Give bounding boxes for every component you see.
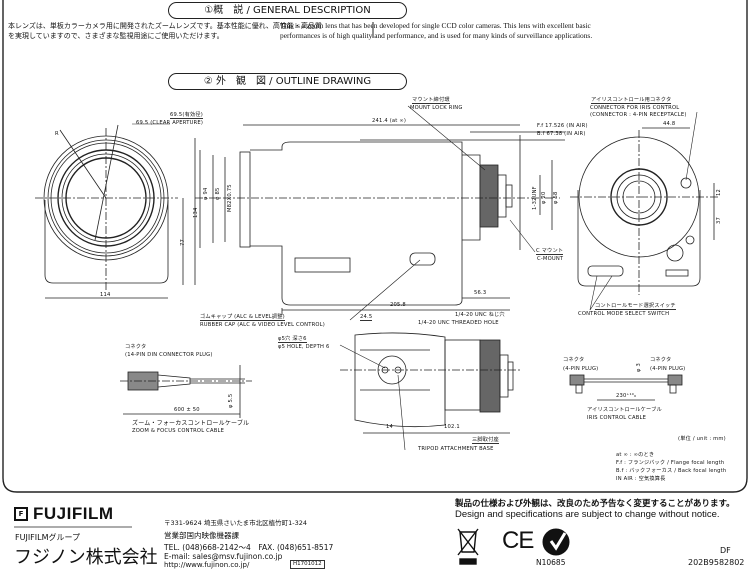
aperture-jp-label: 69.5(有効径) [170,112,203,119]
zoom-cable-diameter-dim: φ 5.5 [228,393,234,408]
notice-jp: 製品の仕様および外観は、改良のため予告なく変更することがあります。 [455,499,735,509]
fujifilm-mark-icon: F [14,507,28,521]
c-mount-jp-label: C マウント [536,248,564,255]
website-link[interactable]: http://www.fujinon.co.jp/ [164,561,250,569]
note-back-focal: B.f : バックフォーカス / Back focal length [616,468,727,474]
note-in-air: IN AIR : 空気換算長 [616,476,666,482]
diameter-85-dim: φ 85 [215,187,221,200]
hole-jp-label: φ5穴 深さ6 [278,336,307,343]
dim-56-3: 56.3 [474,290,487,296]
side-view [195,105,565,321]
dim-37: 37 [716,216,722,224]
iris-cable-jp-label: アイリスコントロールケーブル [587,407,662,413]
iris-plug-left-jp: コネクタ [563,357,585,363]
general-description-header: ①概 説 / GENERAL DESCRIPTION [168,2,407,19]
iris-plug-left-en: (4-PIN PLUG) [563,366,599,372]
diameter-20-dim: φ 20 [541,191,547,204]
group-label: FUJIFILMグループ [15,533,81,542]
dim-24-5: 24.5 [360,314,373,321]
note-flange-focal: F.f : フランジバック / Flange focal length [616,460,725,466]
dim-14: 14 [386,424,394,430]
address: 〒331-9624 埼玉県さいたま市北区植竹町1-324 [164,519,308,527]
rear-view [570,111,720,311]
din-connector-jp-label: コネクタ [125,344,147,350]
front-view [35,123,196,299]
control-switch-jp-label: コントロールモード選択スイッチ [595,303,676,310]
rubber-cap-jp-label: ゴムキャップ (ALC & LEVEL調整) [200,314,285,321]
back-focal-dim: B.f 67.38 (IN AIR) [537,131,586,137]
zoom-cable-jp-label: ズーム・フォーカスコントロールケーブル [132,420,250,427]
ce-mark-icon: CE [502,527,534,554]
front-height-dim: 134 [193,207,199,218]
iris-cable-diameter-dim: φ 3 [636,363,642,372]
department: 営業部国内映像機器課 [164,531,239,540]
description-en-line1: This is a zoom lens that has been develo… [280,21,591,30]
iris-control-cable [569,374,683,401]
zoom-cable-en-label: ZOOM & FOCUS CONTROL CABLE [132,428,225,434]
page-frame [2,0,748,493]
front-width-dim: 114 [100,292,111,298]
iris-connector-type-label: (CONNECTOR : 4-PIN RECEPTACLE) [590,112,687,118]
unf-thread-dim: 1-32UNF [532,186,538,210]
iris-cable-en-label: IRIS CONTROL CABLE [587,415,647,421]
threaded-hole-en-label: 1/4-20 UNC THREADED HOLE [418,320,499,326]
df-label: DF [720,546,731,555]
iris-connector-en-label: CONNECTOR FOR IRIS CONTROL [590,105,680,111]
mount-ring-jp-label: マウント締付環 [412,97,450,104]
c-mount-en-label: C-MOUNT [537,256,564,262]
aperture-en-label: 69.5 (CLEAR APERTURE) [136,120,204,126]
bottom-view [339,332,520,451]
dim-44-8: 44.8 [663,121,676,127]
zoom-cable-length-dim: 600 ± 50 [174,407,200,413]
dim-12: 12 [716,188,722,196]
flange-focal-dim: F.f 17.526 (IN AIR) [537,123,588,129]
document-number: 202B9582802 [688,558,745,567]
din-connector-en-label: (14-PIN DIN CONNECTOR PLUG) [125,352,213,358]
company-name: フジノン株式会社 [14,547,158,568]
notice-en: Design and specifications are subject to… [455,509,720,520]
ctick-number: N10685 [536,558,566,567]
iris-plug-right-jp: コネクタ [650,357,672,363]
outline-drawing-header: ② 外 観 図 / OUTLINE DRAWING [168,73,407,90]
dim-205-8: 205.8 [390,302,406,308]
dim-102-1: 102.1 [444,424,460,430]
description-en-line2: performances is of high quality and perf… [280,31,593,40]
fujifilm-wordmark: FUJIFILM [33,504,114,523]
description-jp-line2: を実現していますので、さまざまな監視用途にご使用いただけます。 [8,32,224,40]
front-center-height-dim: 77 [180,238,186,246]
tel-fax: TEL. (048)668-2142〜4 FAX. (048)651-8517 [164,543,334,552]
overall-length-dim: 241.4 (at ∞) [372,118,407,124]
radius-label: R [55,131,59,137]
hole-en-label: φ5 HOLE, DEPTH 6 [278,344,330,350]
control-switch-en-label: CONTROL MODE SELECT SWITCH [578,311,670,317]
tripod-jp-label: 三脚取付座 [472,437,499,444]
description-jp-line1: 本レンズは、単板カラーカメラ用に開発されたズームレンズです。基本性能に優れ、高性… [8,22,322,30]
zoom-focus-cable [120,365,252,418]
fujifilm-logo: F FUJIFILM [14,504,114,524]
note-at-infinity: at ∞ : ∞のとき [616,452,655,458]
tripod-en-label: TRIPOD ATTACHMENT BASE [418,446,494,452]
email-link[interactable]: E-mail: sales@msv.fujinon.co.jp [164,552,283,561]
diameter-58-dim: φ 58 [553,191,559,204]
iris-plug-right-en: (4-PIN PLUG) [650,366,686,372]
unit-label: (単位 / unit : mm) [678,436,726,442]
filter-thread-dim: M82X0.75 [227,184,233,212]
rubber-cap-en-label: RUBBER CAP (ALC & VIDEO LEVEL CONTROL) [200,322,325,328]
iris-connector-jp-label: アイリスコントロール用コネクタ [591,97,672,104]
iris-cable-length-dim: 230⁺¹⁰₀ [616,393,637,399]
threaded-hole-jp-label: 1/4-20 UNC ねじ穴 [455,312,505,318]
mount-ring-en-label: MOUNT LOCK RING [410,105,463,111]
document-code-box: H1701012 [290,560,325,569]
diameter-94-dim: φ 94 [203,187,209,200]
